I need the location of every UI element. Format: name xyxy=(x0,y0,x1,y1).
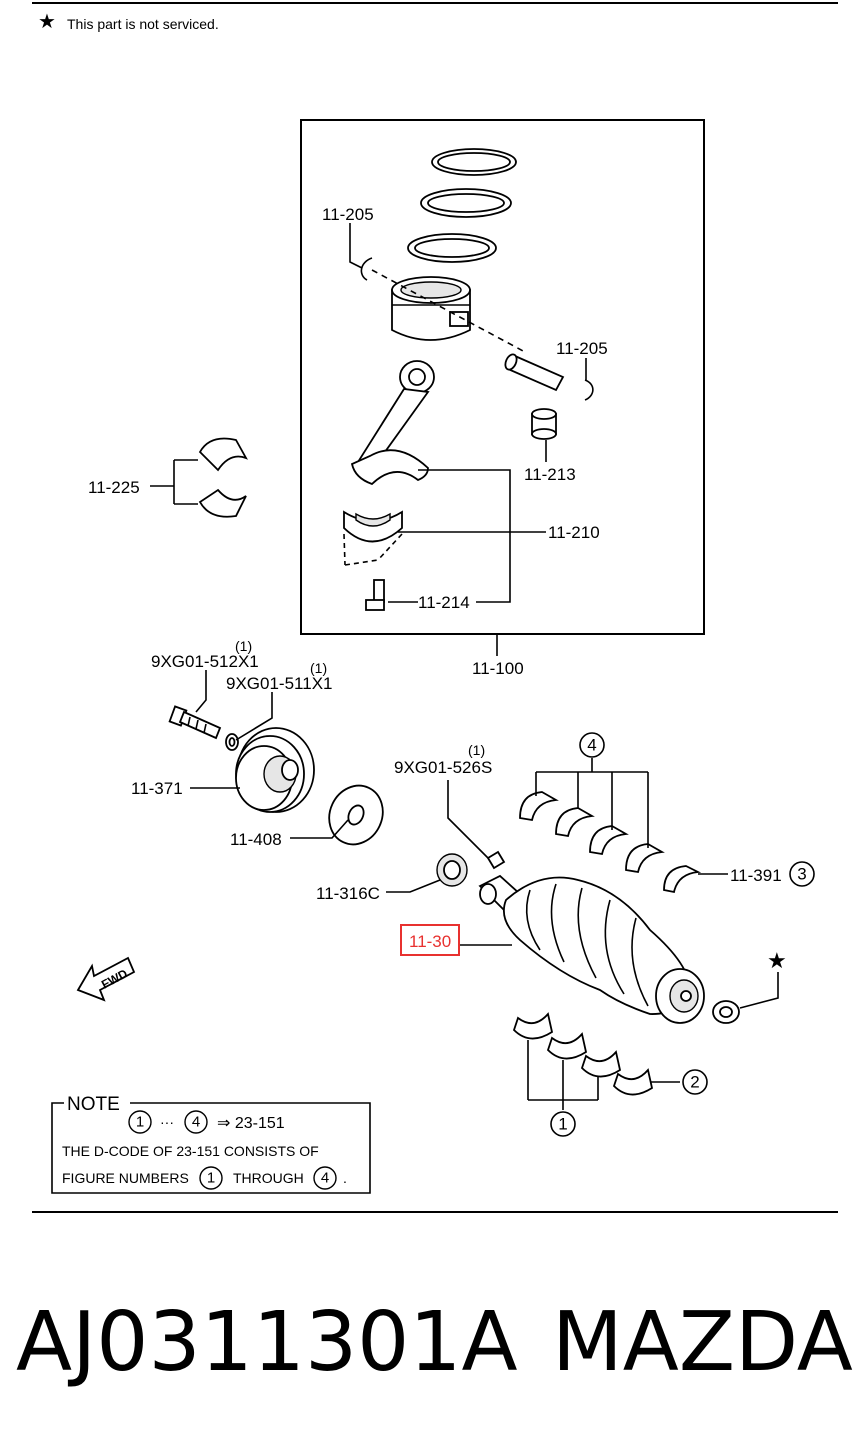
connecting-rod xyxy=(350,360,435,486)
label-11-371: 11-371 xyxy=(131,779,183,798)
crank-pulley xyxy=(235,727,315,813)
not-serviced-note: This part is not serviced. xyxy=(67,16,219,32)
svg-text:2: 2 xyxy=(690,1073,699,1092)
bearing-shells-left xyxy=(198,437,248,518)
piston-rod-assembly-box xyxy=(300,119,705,635)
label-11-214: 11-214 xyxy=(418,593,470,612)
label-11-205-right: 11-205 xyxy=(556,339,608,358)
note-line-2: THE D-CODE OF 23-151 CONSISTS OF xyxy=(62,1143,319,1159)
label-11-213: 11-213 xyxy=(524,465,576,484)
label-11-391: 11-391 xyxy=(730,866,782,885)
circled-1: 1 xyxy=(550,1111,576,1137)
circled-4: 4 xyxy=(579,732,605,758)
main-bearings-upper xyxy=(519,791,665,874)
label-11-205-top: 11-205 xyxy=(322,205,374,224)
note-box: NOTE 1 ··· 4 ⇒ 23-151 THE D-CODE OF 23-1… xyxy=(51,1094,371,1194)
label-9xg01-526s: 9XG01-526S xyxy=(394,758,492,777)
timing-sprocket xyxy=(436,853,468,887)
thrust-plate xyxy=(328,784,384,846)
callout-line-316c xyxy=(386,879,441,893)
brand-name: MAZDA xyxy=(552,1295,853,1390)
main-bearings-lower xyxy=(512,1012,654,1096)
callout-line-205-top xyxy=(349,223,363,269)
crank-key xyxy=(486,850,506,870)
pulley-washer xyxy=(225,733,239,751)
star-icon: ★ xyxy=(38,9,56,33)
crankshaft-highlight-box xyxy=(400,924,460,956)
callout-line-214 xyxy=(388,469,511,603)
piston-rings xyxy=(407,148,517,263)
svg-text:3: 3 xyxy=(797,865,806,884)
svg-text:1: 1 xyxy=(558,1115,567,1134)
label-9xg01-511x1: 9XG01-511X1 xyxy=(226,674,332,693)
label-11-316c: 11-316C xyxy=(316,884,380,903)
svg-text:⇒ 23-151: ⇒ 23-151 xyxy=(217,1115,285,1132)
callout-line-circ4 xyxy=(535,758,649,848)
crankshaft xyxy=(478,874,705,1024)
pilot-bearing xyxy=(712,1000,740,1024)
label-9xg01-526s-sup: (1) xyxy=(468,742,485,758)
svg-text:4: 4 xyxy=(192,1114,200,1131)
rod-bearing-cap xyxy=(343,510,403,566)
piston-pin xyxy=(504,353,565,392)
note-title: NOTE xyxy=(67,1094,120,1115)
circled-2: 2 xyxy=(682,1069,708,1095)
pulley-bolt xyxy=(168,705,222,740)
callout-line-circ1 xyxy=(527,1040,599,1110)
callout-line-225 xyxy=(150,459,198,505)
thrust-bearing xyxy=(663,865,702,894)
label-11-210: 11-210 xyxy=(548,523,600,542)
label-9xg01-511x1-sup: (1) xyxy=(310,660,327,676)
fwd-arrow-icon: FWD xyxy=(76,956,136,1002)
snap-ring-right xyxy=(584,379,594,401)
svg-text:···: ··· xyxy=(160,1114,174,1130)
part-number: AJ0311301A xyxy=(16,1295,518,1390)
svg-text:1: 1 xyxy=(136,1114,144,1131)
label-11-30: 11-30 xyxy=(409,932,451,951)
star-callout-icon: ★ xyxy=(767,949,787,974)
circled-3: 3 xyxy=(789,861,815,887)
svg-text:4: 4 xyxy=(321,1170,329,1187)
svg-text:FIGURE NUMBERS: FIGURE NUMBERS xyxy=(62,1170,189,1186)
callout-line-408 xyxy=(290,819,349,839)
callout-line-star xyxy=(739,972,779,1009)
piston xyxy=(391,276,471,341)
label-9xg01-512x1: 9XG01-512X1 xyxy=(151,652,259,671)
label-11-100: 11-100 xyxy=(472,659,524,678)
rod-bolt xyxy=(365,579,385,611)
bushing xyxy=(531,408,557,440)
svg-text:1: 1 xyxy=(207,1170,215,1187)
callout-line-512x1 xyxy=(195,670,207,713)
svg-text:4: 4 xyxy=(587,736,596,755)
label-11-225: 11-225 xyxy=(88,478,140,497)
svg-text:.: . xyxy=(343,1170,347,1186)
snap-ring-top xyxy=(360,257,373,281)
callout-line-526s xyxy=(447,780,489,859)
callout-line-511x1 xyxy=(235,692,273,741)
label-11-408: 11-408 xyxy=(230,830,282,849)
svg-text:THROUGH: THROUGH xyxy=(233,1170,304,1186)
label-9xg01-512x1-sup: (1) xyxy=(235,638,252,654)
